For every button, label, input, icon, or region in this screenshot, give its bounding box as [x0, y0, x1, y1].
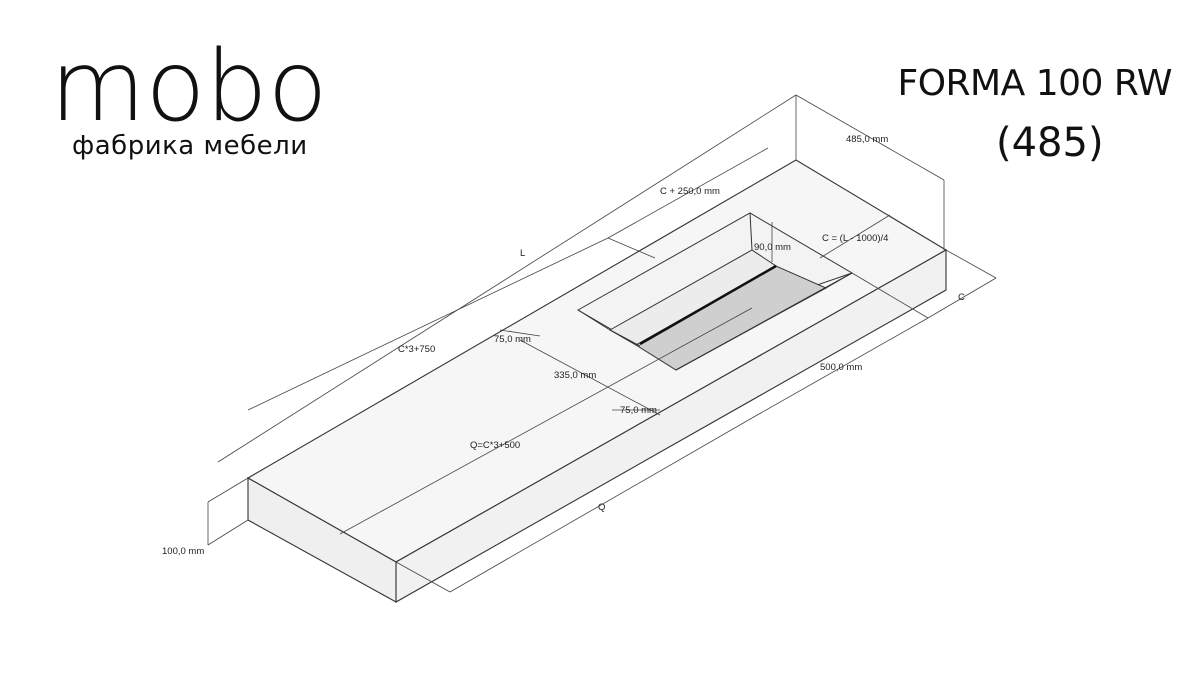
dim-ext-c — [945, 249, 997, 279]
dim-label-length: L — [520, 248, 525, 259]
dim-label-depth: 485,0 mm — [846, 134, 888, 145]
brand-logo: mobo — [50, 30, 328, 144]
dim-line-c250 — [607, 147, 769, 239]
slab-top-face — [246, 159, 948, 563]
dim-label-q: Q — [598, 502, 605, 513]
dim-label-thickness: 100,0 mm — [162, 546, 204, 557]
dim-ext-thickness-2 — [207, 519, 249, 546]
dim-line-length — [217, 94, 797, 463]
dim-line-335 — [519, 339, 661, 416]
dim-ext-q — [395, 561, 451, 593]
dim-label-q-formula: Q=C*3+500 — [470, 440, 520, 451]
sink-edge-1 — [749, 212, 753, 251]
dim-label-sink-width: 335,0 mm — [554, 370, 596, 381]
dim-line-q-formula — [339, 307, 753, 535]
dim-line-depth — [795, 94, 945, 181]
dim-line-q — [449, 417, 753, 593]
sink-recess — [576, 212, 854, 371]
dim-line-c3-750 — [247, 237, 609, 411]
sink-front-lip — [675, 272, 853, 371]
dim-label-rim-back: 75,0 mm — [494, 334, 531, 345]
drain-slot — [639, 264, 777, 346]
model-code: (485) — [996, 120, 1104, 166]
dim-label-sink-depth: 90,0 mm — [754, 242, 791, 253]
dim-label-c-formula: C = (L - 1000)/4 — [822, 233, 888, 244]
dim-label-c3-750: C*3+750 — [398, 344, 435, 355]
model-name: FORMA 100 RW — [897, 63, 1173, 104]
dim-line-c-formula — [819, 214, 891, 259]
sink-slope-left — [609, 329, 641, 347]
dim-line-75-top — [499, 329, 541, 337]
dimension-lines — [207, 94, 997, 593]
dim-ext-500 — [851, 272, 929, 319]
dim-ext-thickness-1 — [207, 477, 249, 503]
slab-side-face — [247, 477, 397, 603]
dim-label-c250: C + 250,0 mm — [660, 186, 720, 197]
dim-label-rim-front: 75,0 mm — [620, 405, 657, 416]
dim-line-c — [927, 277, 997, 319]
brand-tagline: фабрика мебели — [72, 131, 308, 161]
sink-edge-3 — [577, 309, 611, 331]
dim-label-sink-length: 500,0 mm — [820, 362, 862, 373]
dim-ext-c250 — [607, 237, 656, 259]
dim-label-c: C — [958, 292, 965, 303]
dim-line-500 — [751, 317, 929, 419]
